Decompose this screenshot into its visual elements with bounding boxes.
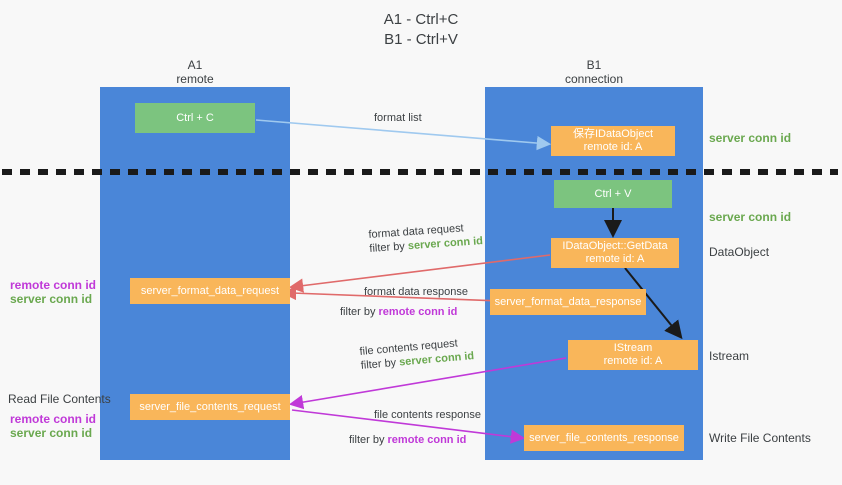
left-label-remote-conn-id-1: remote conn id xyxy=(10,278,97,292)
title-line-2: B1 - Ctrl+V xyxy=(384,31,458,48)
filter-prefix: filter by xyxy=(349,434,388,446)
edge-label-file-contents-response-filter: filter by remote conn id xyxy=(349,433,466,447)
right-label-server-conn-id-top: server conn id xyxy=(709,131,792,145)
edge-label-file-contents-response: file contents response xyxy=(374,408,481,422)
column-a1-name: A1 xyxy=(187,58,203,72)
right-label-write-file-contents: Write File Contents xyxy=(709,431,811,445)
node-ctrl-c[interactable]: Ctrl + C xyxy=(135,103,255,133)
left-label-remote-conn-id-2: remote conn id xyxy=(10,412,97,426)
node-istream[interactable]: IStream remote id: A xyxy=(568,340,698,370)
edge-label-format-data-response-text: format data response xyxy=(364,286,468,298)
column-header-a1: A1 remote xyxy=(100,58,290,86)
node-save-idataobject[interactable]: 保存IDataObject remote id: A xyxy=(551,126,675,156)
left-label-read-file-contents: Read File Contents xyxy=(8,392,111,406)
column-b1-name: B1 xyxy=(586,58,602,72)
title-line-1: A1 - Ctrl+C xyxy=(383,11,459,28)
filter-prefix: filter by xyxy=(360,356,400,372)
node-ctrl-v[interactable]: Ctrl + V xyxy=(554,180,672,208)
edge-label-file-contents-request: file contents request filter by server c… xyxy=(359,335,475,373)
filter-value-remote-conn-id: remote conn id xyxy=(387,434,467,446)
column-a1-sub: remote xyxy=(176,72,214,86)
node-server-format-data-request[interactable]: server_format_data_request xyxy=(130,278,290,304)
node-save-idataobject-line2: remote id: A xyxy=(583,141,643,153)
node-ctrl-c-label: Ctrl + C xyxy=(176,111,214,124)
node-istream-line2: remote id: A xyxy=(603,355,663,367)
node-server-format-data-response[interactable]: server_format_data_response xyxy=(490,289,646,315)
node-idataobject-getdata-line2: remote id: A xyxy=(585,253,645,265)
node-istream-line1: IStream xyxy=(613,342,653,354)
right-label-dataobject: DataObject xyxy=(709,245,770,259)
column-b1-sub: connection xyxy=(564,72,624,86)
node-server-file-contents-request[interactable]: server_file_contents_request xyxy=(130,394,290,420)
node-save-idataobject-line1: 保存IDataObject xyxy=(572,128,654,140)
node-idataobject-getdata-line1: IDataObject::GetData xyxy=(562,240,668,252)
edge-label-file-contents-response-text: file contents response xyxy=(374,409,482,421)
right-label-istream: Istream xyxy=(709,349,750,363)
right-label-server-conn-id-mid: server conn id xyxy=(709,210,792,224)
node-idataobject-getdata[interactable]: IDataObject::GetData remote id: A xyxy=(551,238,679,268)
edge-label-format-data-response: format data response xyxy=(364,285,468,299)
edge-label-format-data-response-filter: filter by remote conn id xyxy=(340,305,457,319)
filter-prefix: filter by xyxy=(340,306,379,318)
node-ctrl-v-label: Ctrl + V xyxy=(594,187,632,200)
diagram-title: A1 - Ctrl+C B1 - Ctrl+V xyxy=(0,10,842,50)
node-server-file-contents-request-label: server_file_contents_request xyxy=(139,400,281,413)
node-server-format-data-request-label: server_format_data_request xyxy=(140,284,280,297)
left-label-server-conn-id-1: server conn id xyxy=(10,292,93,306)
node-server-file-contents-response[interactable]: server_file_contents_response xyxy=(524,425,684,451)
filter-prefix: filter by xyxy=(369,240,409,255)
left-label-server-conn-id-2: server conn id xyxy=(10,426,93,440)
edge-label-format-list: format list xyxy=(374,112,422,124)
column-header-b1: B1 connection xyxy=(485,58,703,86)
node-server-file-contents-response-label: server_file_contents_response xyxy=(529,431,679,444)
node-server-format-data-response-label: server_format_data_response xyxy=(494,295,642,308)
filter-value-server-conn-id: server conn id xyxy=(407,235,484,253)
filter-value-remote-conn-id: remote conn id xyxy=(378,306,458,318)
edge-label-format-data-request: format data request filter by server con… xyxy=(368,220,483,256)
